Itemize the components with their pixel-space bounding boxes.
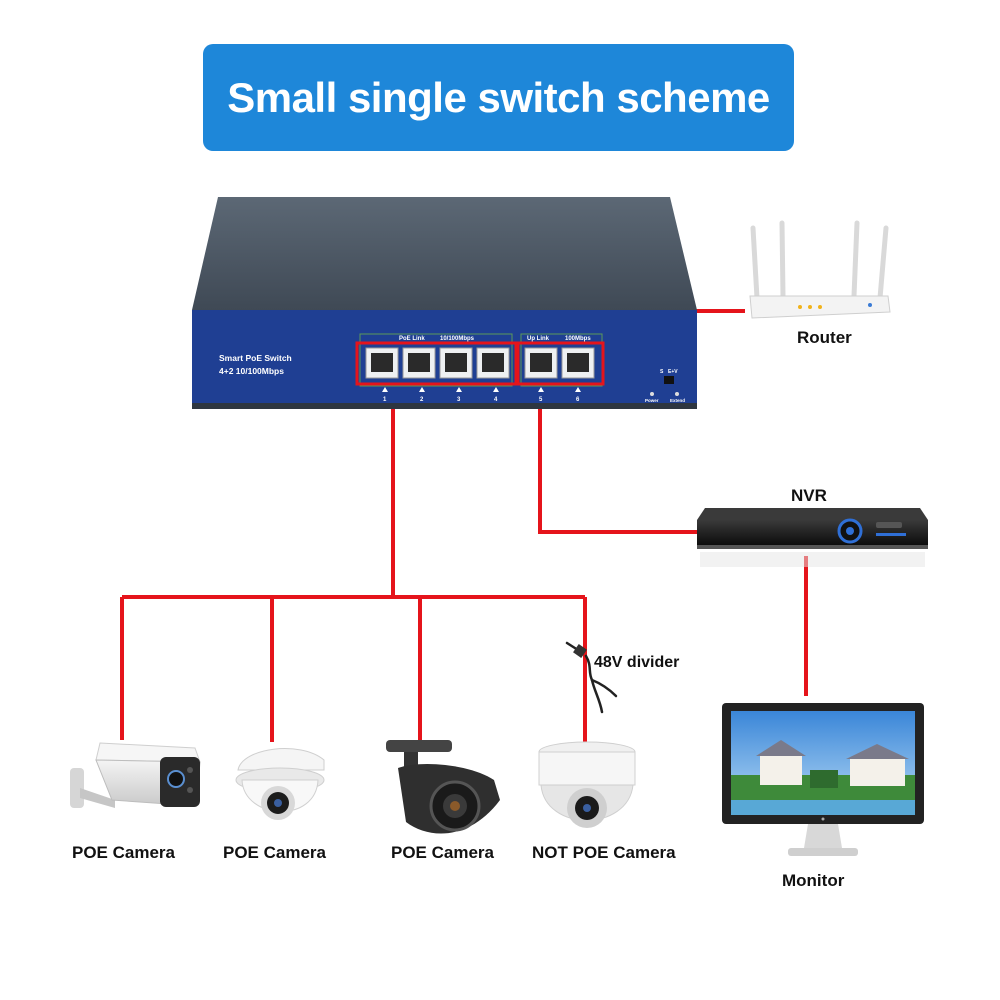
monitor-icon xyxy=(722,703,924,856)
uplink-ports-highlight xyxy=(516,341,605,386)
dome-camera-nonpoe-icon xyxy=(538,741,636,828)
port-number-3: 3 xyxy=(457,397,461,403)
camera-label-4: NOT POE Camera xyxy=(532,843,676,862)
group-uplink-speed: 100Mbps xyxy=(565,336,591,342)
dip-switch xyxy=(664,376,674,384)
camera-label-1: POE Camera xyxy=(72,843,175,862)
nvr-icon xyxy=(697,508,928,567)
diagram-title: Small single switch scheme xyxy=(227,73,770,121)
group-poe-label: PoE Link xyxy=(399,336,425,342)
router-icon xyxy=(749,220,891,319)
switch-brand-line2: 4+2 10/100Mbps xyxy=(219,366,284,376)
port-number-5: 5 xyxy=(539,397,543,403)
title-banner: Small single switch scheme xyxy=(203,44,794,151)
dip-label-ev: E+V xyxy=(668,369,678,375)
dip-label-s: S xyxy=(660,369,664,375)
router-label: Router xyxy=(797,328,852,347)
divider-icon xyxy=(565,641,618,714)
switch-top xyxy=(192,197,697,310)
poe-ports-highlight xyxy=(355,341,518,386)
divider-label: 48V divider xyxy=(594,654,680,671)
mounted-camera-icon xyxy=(386,740,500,834)
port-number-6: 6 xyxy=(576,397,580,403)
led-extend-label: Extend xyxy=(670,398,685,403)
port-number-1: 1 xyxy=(383,397,387,403)
group-uplink-label: Up Link xyxy=(527,336,550,342)
led-power xyxy=(650,392,654,396)
camera-label-3: POE Camera xyxy=(391,843,494,862)
led-extend xyxy=(675,392,679,396)
cable-nvr xyxy=(538,395,697,534)
switch-brand-line1: Smart PoE Switch xyxy=(219,353,292,363)
bullet-camera-icon xyxy=(70,742,201,808)
monitor-label: Monitor xyxy=(782,871,845,890)
group-poe-speed: 10/100Mbps xyxy=(440,336,475,342)
camera-label-2: POE Camera xyxy=(223,843,326,862)
nvr-label: NVR xyxy=(791,486,827,505)
ethernet-ports xyxy=(365,347,595,379)
dome-camera-icon xyxy=(235,748,325,820)
led-power-label: Power xyxy=(645,398,659,403)
port-number-4: 4 xyxy=(494,397,498,403)
poe-switch: Smart PoE Switch 4+2 10/100Mbps PoE Link… xyxy=(192,197,697,409)
port-number-2: 2 xyxy=(420,397,424,403)
